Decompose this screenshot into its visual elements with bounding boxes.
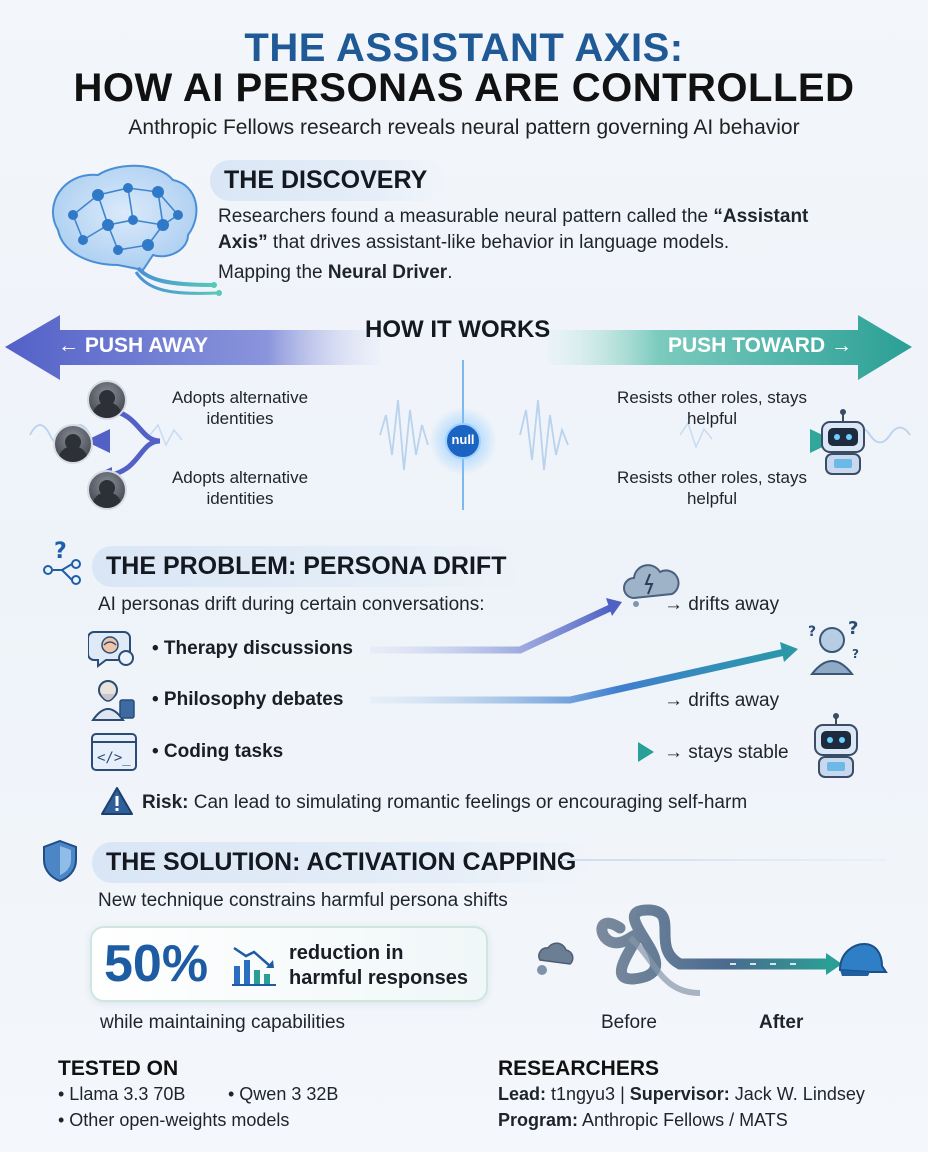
svg-text:?: ? (848, 618, 858, 639)
stat-card (90, 926, 488, 1002)
discovery-heading: THE DISCOVERY (210, 160, 448, 201)
push-toward-arrow (548, 315, 912, 380)
before-label: Before (601, 1012, 657, 1033)
persona-avatar (87, 470, 127, 510)
code-window-icon: </>_ (91, 733, 137, 771)
push-away-arrow (5, 315, 380, 380)
persona-avatar (53, 424, 93, 464)
researchers-heading: RESEARCHERS (498, 1057, 660, 1080)
researchers-program-line: Program: Anthropic Fellows / MATS (498, 1110, 788, 1130)
discovery-subline: Mapping the Neural Driver. (218, 262, 453, 283)
problem-heading: THE PROBLEM: PERSONA DRIFT (92, 546, 527, 587)
svg-text:</>_: </>_ (97, 750, 131, 766)
robot-icon (821, 409, 865, 475)
page-subtitle: Anthropic Fellows research reveals neura… (128, 116, 800, 139)
shield-icon (43, 839, 77, 883)
question-network-icon: ? (43, 540, 81, 585)
thinking-person-icon: ? ? ? (808, 618, 859, 675)
brain-network-icon (52, 164, 222, 296)
problem-intro: AI personas drift during certain convers… (98, 594, 485, 615)
how-it-works-heading: HOW IT WORKS (365, 316, 551, 343)
maintaining-note: while maintaining capabilities (100, 1012, 346, 1033)
svg-text:?: ? (54, 540, 67, 564)
page-title-line2: HOW AI PERSONAS ARE CONTROLLED (73, 66, 855, 110)
tested-model: • Llama 3.3 70B (58, 1084, 186, 1104)
tested-on-heading: TESTED ON (58, 1057, 179, 1080)
tested-model: • Qwen 3 32B (228, 1084, 339, 1104)
axis-diagram (5, 315, 912, 510)
coding-item: • Coding tasks (152, 741, 284, 762)
therapy-item: • Therapy discussions (152, 638, 353, 659)
chart-down-icon (232, 946, 276, 986)
svg-text:?: ? (808, 624, 816, 640)
page-title-line1: THE ASSISTANT AXIS: (244, 26, 684, 70)
brain-chat-icon (88, 631, 134, 668)
null-node-label: null (451, 432, 475, 447)
solution-heading: THE SOLUTION: ACTIVATION CAPPING (92, 842, 597, 883)
left-top-caption: Adopts alternative identities (171, 388, 309, 428)
discovery-description: Researchers found a measurable neural pa… (218, 206, 809, 253)
philosopher-icon (91, 680, 135, 721)
solution-intro: New technique constrains harmful persona… (98, 890, 508, 911)
risk-statement: Risk: Can lead to simulating romantic fe… (142, 792, 748, 813)
drift-arrows (370, 598, 798, 762)
stat-value: 50% (104, 935, 209, 993)
push-away-label: ← PUSH AWAY (58, 334, 209, 357)
warning-icon (101, 787, 133, 815)
philosophy-outcome: → drifts away (664, 690, 780, 711)
after-label: After (759, 1012, 804, 1033)
persona-avatar (87, 380, 127, 420)
therapy-outcome: → drifts away (664, 594, 780, 615)
push-toward-label: PUSH TOWARD → (668, 334, 852, 357)
robot-icon (814, 713, 858, 778)
coding-outcome: → stays stable (664, 742, 789, 763)
right-bottom-caption: Resists other roles, stays helpful (617, 468, 807, 508)
tested-model: • Other open-weights models (58, 1110, 290, 1130)
left-bottom-caption: Adopts alternative identities (171, 468, 309, 508)
capping-diagram (537, 904, 842, 996)
helmet-icon (838, 942, 888, 976)
right-top-caption: Resists other roles, stays helpful (617, 388, 807, 428)
svg-text:?: ? (852, 647, 859, 661)
storm-cloud-icon (623, 564, 680, 607)
solution-divider (560, 859, 886, 861)
researchers-lead-line: Lead: t1ngyu3 | Supervisor: Jack W. Lind… (498, 1084, 865, 1104)
philosophy-item: • Philosophy debates (152, 689, 344, 710)
